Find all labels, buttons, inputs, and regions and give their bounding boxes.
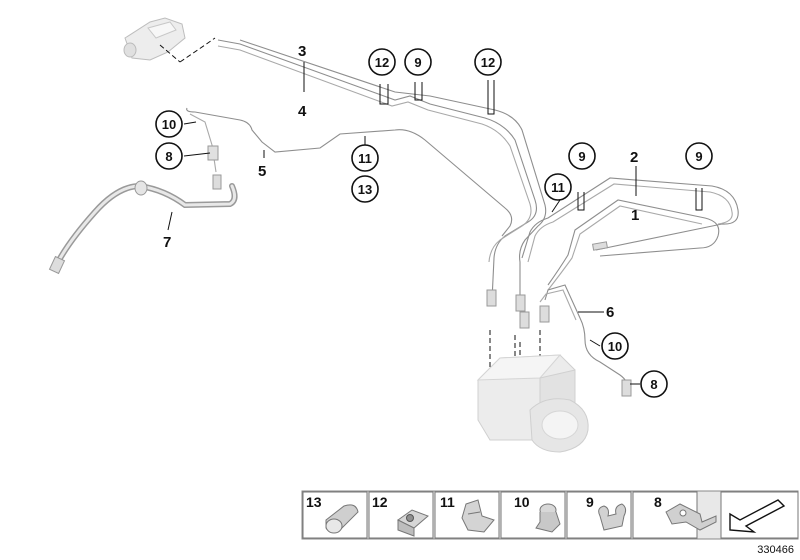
callout-8a-text: 8	[165, 149, 172, 164]
reference-number: 330466	[757, 544, 794, 556]
label-4: 4	[298, 103, 307, 120]
label-2: 2	[630, 149, 638, 166]
callout-9b-text: 9	[578, 149, 585, 164]
clip-8-icon	[665, 503, 717, 531]
callout-13-text: 13	[358, 182, 372, 197]
parts-legend: 13 12 11 10	[301, 490, 799, 540]
clip-11-icon	[461, 499, 495, 533]
callout-10a: 10	[155, 110, 183, 138]
callout-8b-text: 8	[650, 377, 657, 392]
callout-12a: 12	[368, 48, 396, 76]
clip-9-icon	[598, 503, 627, 531]
callout-12b-text: 12	[481, 55, 495, 70]
label-5: 5	[258, 163, 266, 180]
callout-11b-text: 11	[551, 180, 565, 195]
brake-pipe-1-2	[521, 177, 739, 291]
callout-11b: 11	[544, 173, 572, 201]
legend-item-12-label: 12	[372, 494, 388, 510]
callout-11a: 11	[351, 144, 379, 172]
legend-item-10-label: 10	[514, 494, 530, 510]
callout-11a-text: 11	[358, 151, 372, 166]
brake-pipe-5	[186, 107, 513, 237]
clip-12-icon	[397, 509, 429, 537]
legend-item-13: 13	[302, 491, 368, 539]
legend-item-11: 11	[434, 491, 500, 539]
brake-pipe-3-4	[217, 39, 547, 301]
legend-item-9-label: 9	[586, 494, 594, 510]
callout-12a-text: 12	[375, 55, 389, 70]
callout-9b: 9	[568, 142, 596, 170]
clip-10-icon	[535, 503, 561, 533]
legend-item-8-label: 8	[654, 494, 662, 510]
pipe-fittings	[486, 289, 632, 397]
label-7: 7	[163, 234, 171, 251]
legend-item-13-label: 13	[306, 494, 322, 510]
callout-13: 13	[351, 175, 379, 203]
master-cylinder	[123, 17, 216, 63]
callout-10b: 10	[601, 332, 629, 360]
label-1: 1	[631, 207, 639, 224]
label-3: 3	[298, 43, 306, 60]
leader-lines	[167, 62, 703, 385]
callout-9a-text: 9	[414, 55, 421, 70]
legend-arrow-tile	[720, 491, 799, 539]
legend-item-11-label: 11	[440, 494, 455, 510]
legend-item-12: 12	[368, 491, 434, 539]
callout-9c-text: 9	[695, 149, 702, 164]
callout-10b-text: 10	[608, 339, 622, 354]
callout-10a-text: 10	[162, 117, 176, 132]
callout-9c: 9	[685, 142, 713, 170]
callout-9a: 9	[404, 48, 432, 76]
label-6: 6	[606, 304, 614, 321]
callout-8a: 8	[155, 142, 183, 170]
brake-hose-7	[48, 174, 238, 275]
legend-item-8: 8	[632, 491, 717, 539]
arrow-icon	[729, 499, 786, 533]
callout-12b: 12	[474, 48, 502, 76]
callout-8b: 8	[640, 370, 668, 398]
legend-item-10: 10	[500, 491, 566, 539]
clip-13-icon	[325, 504, 359, 534]
hydraulic-unit	[476, 354, 589, 453]
legend-item-9: 9	[566, 491, 632, 539]
